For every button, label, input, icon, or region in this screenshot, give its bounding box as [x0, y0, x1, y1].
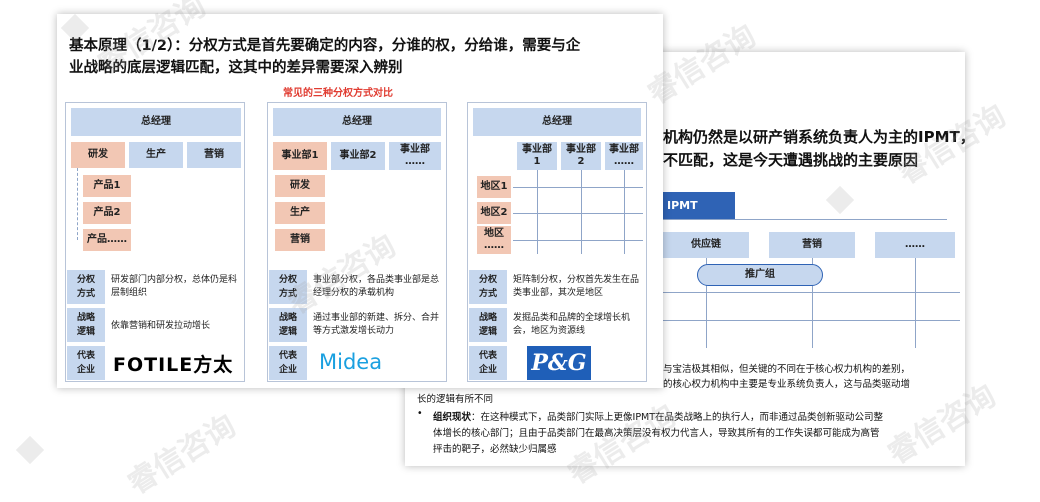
col3-mode-label: 分权 方式 — [469, 270, 507, 304]
back-paragraph-line2: 的核心权力机构中主要是专业系统负责人，这与品类驱动增 — [663, 379, 911, 390]
supply-chain-box: 供应链 — [663, 232, 749, 258]
back-paragraph-line3: 长的逻辑有所不同 — [417, 394, 494, 405]
promo-group-box: 推广组 — [697, 264, 823, 286]
pg-logo: P&G — [527, 346, 591, 380]
back-grid-h2 — [660, 320, 960, 321]
col2-gm-box: 总经理 — [273, 108, 441, 136]
col1-product3-box: 产品…… — [83, 229, 131, 251]
front-title-line2: 业战略的底层逻辑匹配，这其中的差异需要深入辨别 — [69, 60, 403, 76]
fotile-logo: FOTILE方太 — [113, 354, 234, 376]
col1-rd-box: 研发 — [71, 142, 125, 168]
col2-bu2-box: 事业部2 — [331, 142, 385, 170]
back-grid-v1 — [706, 258, 707, 348]
col2-frame — [267, 102, 447, 382]
col3-grid-h2 — [513, 213, 643, 214]
col1-sales-box: 营销 — [187, 142, 241, 168]
back-grid-v2 — [812, 258, 813, 348]
col3-logic-label: 战略 逻辑 — [469, 308, 507, 342]
col2-example-label: 代表 企业 — [269, 346, 307, 380]
col3-bu1-box: 事业部 1 — [517, 142, 557, 170]
midea-logo: Midea — [319, 350, 383, 374]
col3-logic-text: 发掘品类和品牌的全球增长机会，地区为资源线 — [513, 313, 631, 337]
col3-grid-v1 — [537, 170, 538, 254]
col1-dash-v — [77, 168, 78, 240]
col3-grid-h3 — [513, 240, 643, 241]
col3-region3-box: 地区 …… — [477, 226, 511, 254]
back-title-line1: 机构仍然是以研产销系统负责人为主的IPMT， — [663, 128, 975, 146]
col3-grid-v2 — [581, 170, 582, 254]
col2-rd-box: 研发 — [275, 175, 325, 197]
col3-region1-box: 地区1 — [477, 176, 511, 198]
front-slide: 基本原理（1/2）：分权方式是首先要确定的内容，分谁的权，分给谁，需要与企 业战… — [57, 14, 663, 388]
col1-product1-box: 产品1 — [83, 175, 131, 197]
col3-frame — [467, 102, 647, 382]
col2-bu3-box: 事业部 …… — [389, 142, 441, 170]
col2-logic-text: 通过事业部的新建、拆分、合并等方式激发增长动力 — [313, 313, 440, 337]
col1-gm-box: 总经理 — [71, 108, 241, 136]
comparison-subtitle: 常见的三种分权方式对比 — [283, 88, 393, 99]
bullet-line2: 体增长的核心部门；且由于品类部门在最高决策层没有权力代言人，导致其所有的工作失误… — [433, 428, 880, 439]
col1-prod-box: 生产 — [129, 142, 183, 168]
bullet-line3: 抨击的靶子，必然缺少归属感 — [433, 444, 557, 455]
col1-product2-box: 产品2 — [83, 202, 131, 224]
col3-grid-h1 — [513, 187, 643, 188]
back-connector-top — [647, 219, 947, 220]
back-grid-h1 — [660, 292, 960, 293]
col3-region2-box: 地区2 — [477, 202, 511, 224]
col2-mode-text: 事业部分权，各品类事业部是总经理分权的承载机构 — [313, 275, 440, 299]
watermark-mark-2 — [15, 435, 45, 465]
col3-grid-v3 — [624, 170, 625, 254]
bullet-text1: ：在这种模式下，品类部门实际上更像IPMT在品类战略上的执行人，而非通过品类创新… — [471, 412, 884, 423]
bullet-line1: 组织现状：在这种模式下，品类部门实际上更像IPMT在品类战略上的执行人，而非通过… — [433, 409, 883, 423]
watermark-5: 睿信咨询 — [121, 408, 243, 502]
col1-mode-label: 分权 方式 — [67, 270, 105, 304]
col2-logic-label: 战略 逻辑 — [269, 308, 307, 342]
col3-bu2-box: 事业部 2 — [561, 142, 601, 170]
col1-mode-text: 研发部门内部分权，总体仍是科层制组织 — [111, 275, 238, 299]
col3-bu3-box: 事业部 …… — [605, 142, 643, 170]
col2-mode-label: 分权 方式 — [269, 270, 307, 304]
front-title-line1: 基本原理（1/2）：分权方式是首先要确定的内容，分谁的权，分给谁，需要与企 — [69, 38, 581, 54]
col1-example-label: 代表 企业 — [67, 346, 105, 380]
bullet-dot: • — [417, 408, 423, 419]
col2-sales-box: 营销 — [275, 229, 325, 251]
col1-logic-label: 战略 逻辑 — [67, 308, 105, 342]
col3-gm-box: 总经理 — [473, 108, 641, 136]
col3-example-label: 代表 企业 — [469, 346, 507, 380]
bullet-label: 组织现状 — [433, 412, 472, 423]
marketing-box: 营销 — [769, 232, 855, 258]
back-title-line2: 不匹配，这是今天遭遇挑战的主要原因 — [663, 151, 919, 169]
col2-bu1-box: 事业部1 — [273, 142, 327, 170]
col3-mode-text: 矩阵制分权，分权首先发生在品类事业部，其次是地区 — [513, 275, 640, 299]
col1-frame — [65, 102, 245, 382]
back-grid-v3 — [915, 258, 916, 348]
col2-prod-box: 生产 — [275, 202, 325, 224]
col1-logic-text: 依靠营销和研发拉动增长 — [111, 321, 211, 331]
back-paragraph-line1: 与宝洁极其相似，但关键的不同在于核心权力机构的差别， — [663, 364, 911, 375]
more-box: …… — [875, 232, 955, 258]
